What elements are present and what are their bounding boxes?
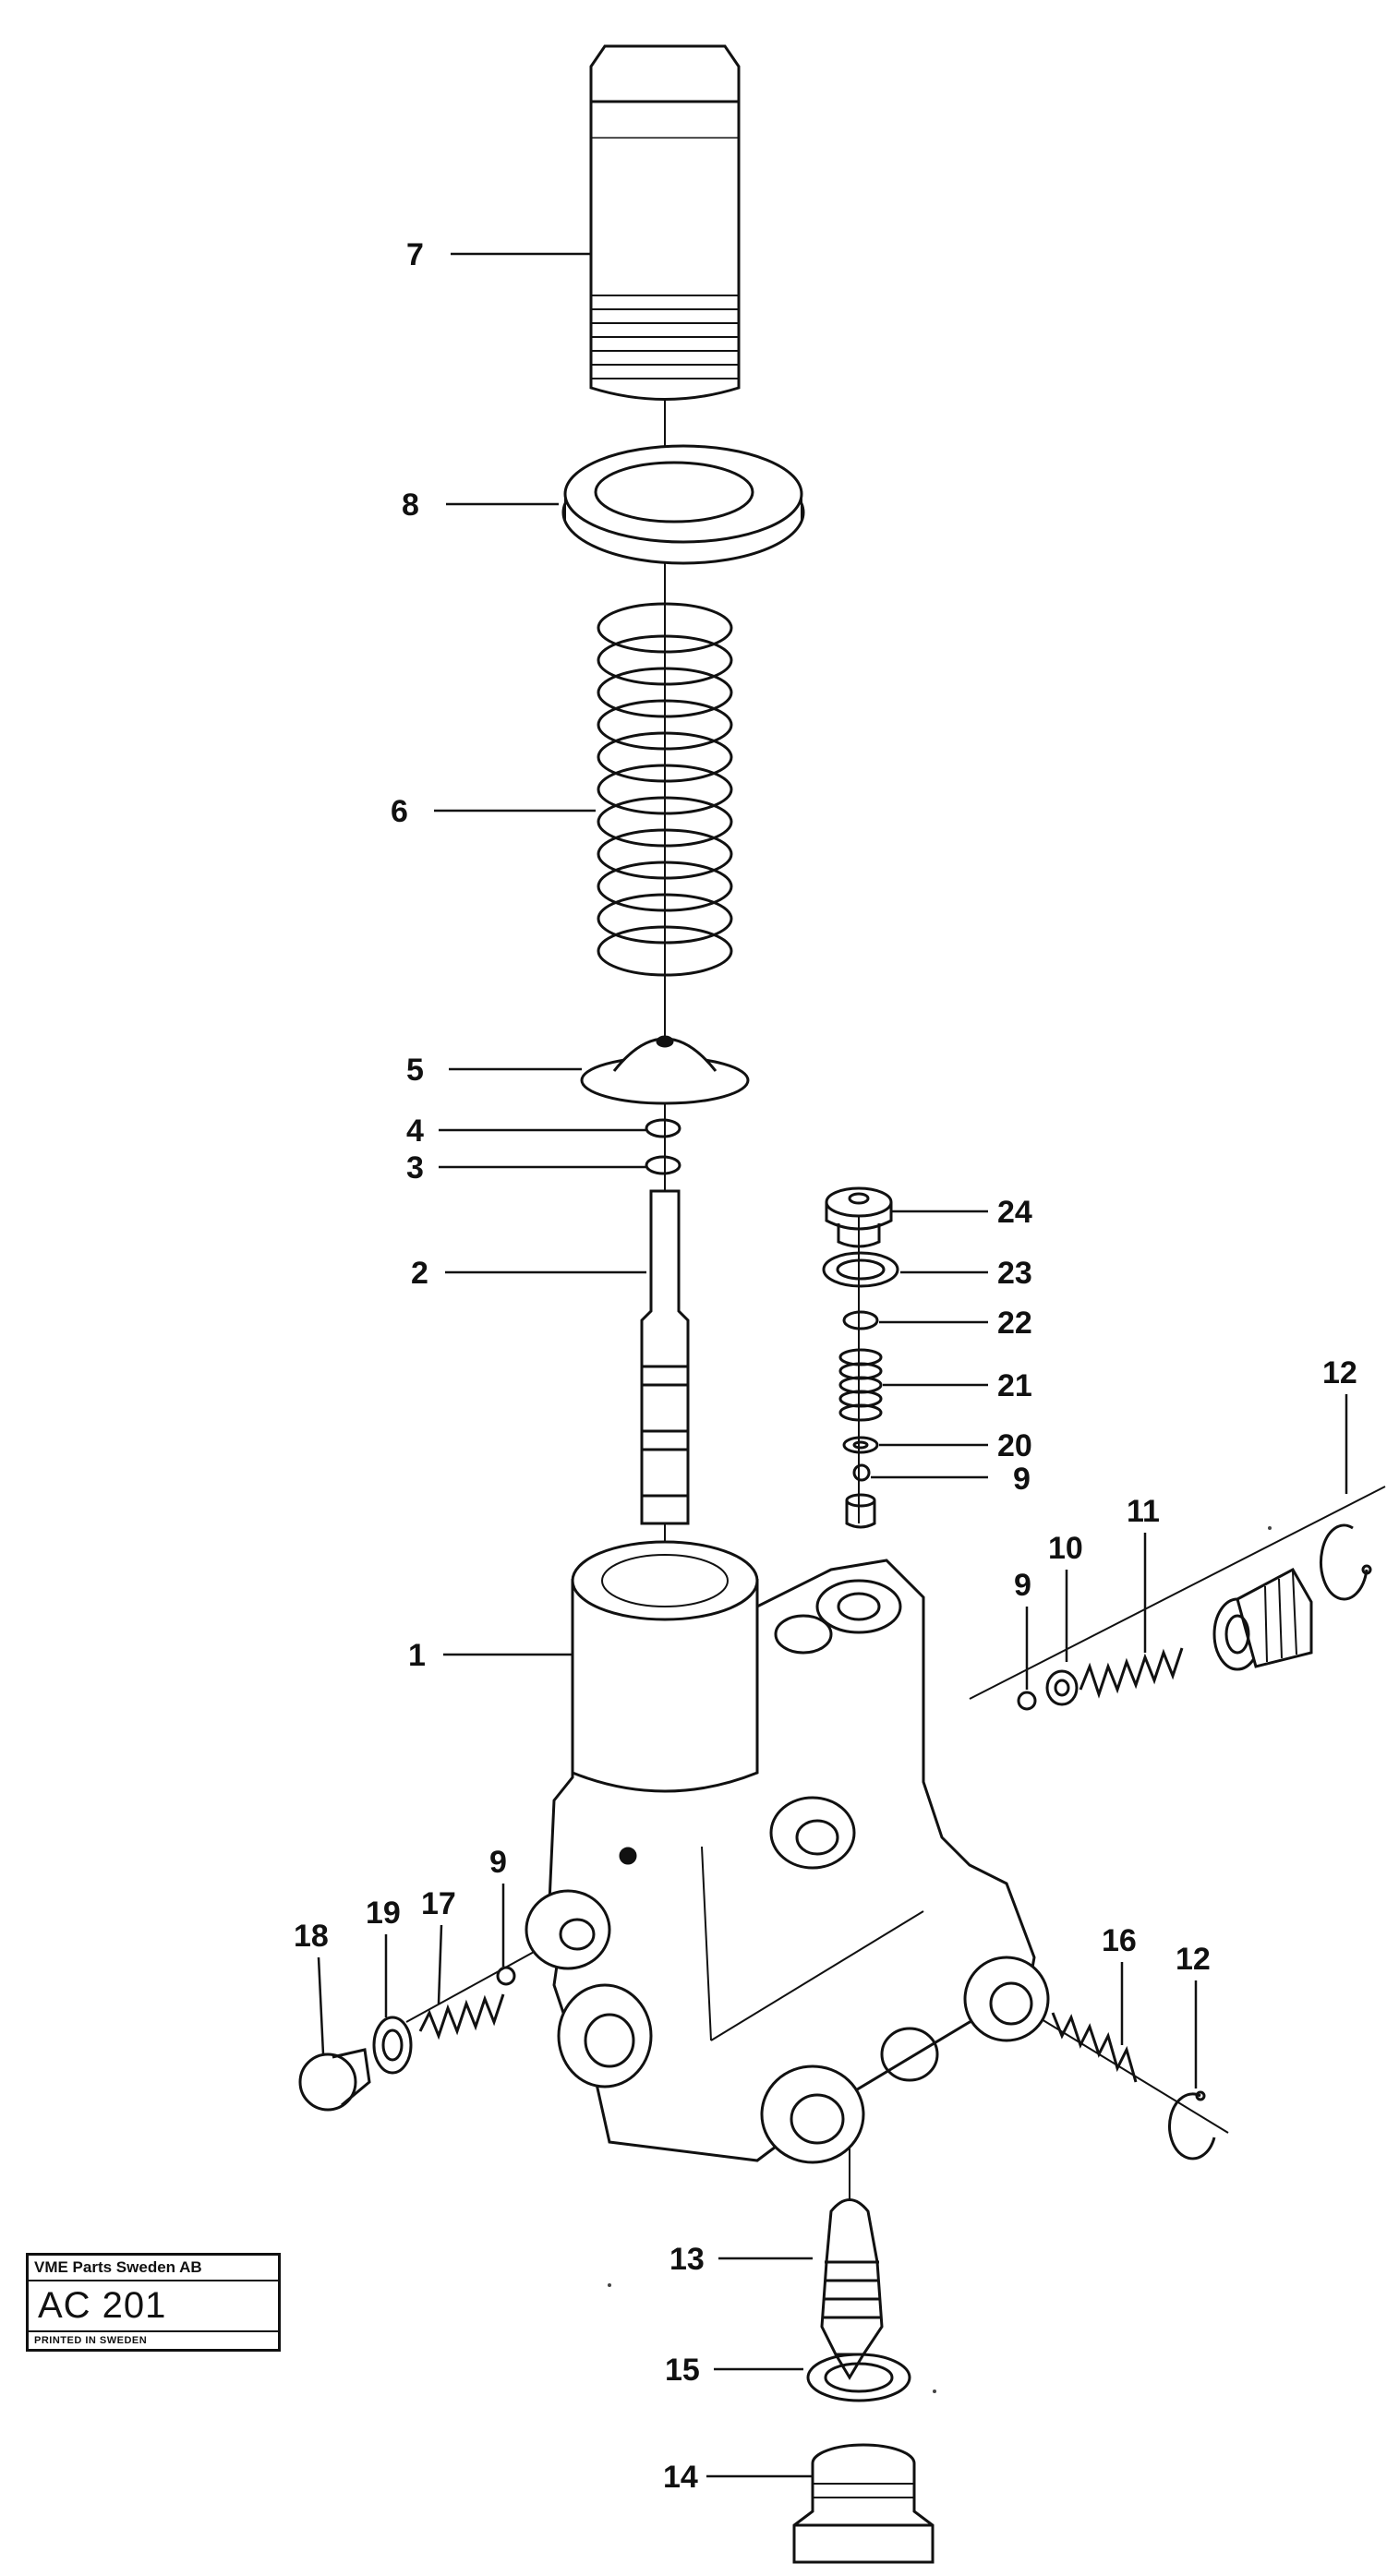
side-axis-line-right	[969, 1486, 1386, 1700]
part-10-spring-guide	[1045, 1669, 1079, 1706]
part-8-lock-nut	[561, 444, 805, 565]
part-12-circlip-upper	[1320, 1523, 1372, 1601]
callout-8: 8	[402, 488, 419, 523]
part-1-valve-housing	[525, 1540, 1050, 2164]
callout-21: 21	[997, 1368, 1032, 1403]
part-20-washer	[842, 1436, 879, 1454]
catalog-stamp: VME Parts Sweden AB AC 201 PRINTED IN SW…	[26, 2253, 281, 2352]
part-22-ball-seat	[842, 1310, 879, 1330]
callout-1: 1	[408, 1638, 426, 1673]
callout-9c: 9	[489, 1845, 507, 1880]
part-9-seat-sleeve	[845, 1493, 876, 1529]
leader-lines	[317, 252, 1348, 2478]
callout-19: 19	[366, 1896, 401, 1931]
part-16-spring-lower	[1051, 2012, 1138, 2083]
part-19-washer-left	[372, 2016, 413, 2075]
part-14-nipple	[792, 2443, 935, 2564]
callout-12a: 12	[1322, 1355, 1357, 1390]
part-23-seal-washer	[822, 1251, 899, 1288]
callout-22: 22	[997, 1306, 1032, 1341]
part-24-plug	[825, 1186, 893, 1248]
callout-10: 10	[1048, 1531, 1083, 1566]
callout-9a: 9	[1013, 1462, 1031, 1497]
stamp-code: AC 201	[29, 2281, 278, 2332]
scan-dot	[933, 2389, 936, 2393]
part-3-washer	[645, 1155, 681, 1175]
scan-dot	[1268, 1526, 1272, 1530]
callout-17: 17	[421, 1886, 456, 1921]
callout-16: 16	[1102, 1923, 1137, 1958]
part-15-washer-lower	[806, 2353, 911, 2402]
part-12-circlip-lower	[1168, 2090, 1216, 2161]
callout-15: 15	[665, 2353, 700, 2388]
callout-5: 5	[406, 1053, 424, 1088]
callout-24: 24	[997, 1195, 1032, 1230]
part-21-small-spring	[838, 1348, 883, 1422]
callout-9b: 9	[1014, 1568, 1031, 1603]
callout-11: 11	[1127, 1494, 1160, 1529]
callout-18: 18	[294, 1919, 329, 1954]
part-2-valve-plunger	[640, 1189, 690, 1525]
side-axis-line-lower	[1015, 2003, 1229, 2134]
stamp-company: VME Parts Sweden AB	[29, 2256, 278, 2281]
part-5-spring-seat	[580, 1035, 750, 1105]
part-17-spring-left	[418, 1993, 505, 2040]
part-7-adjuster-cap	[589, 44, 741, 401]
part-4-retaining-ring	[645, 1118, 681, 1138]
callout-14: 14	[663, 2460, 698, 2495]
callout-4: 4	[406, 1113, 424, 1149]
callout-13: 13	[669, 2242, 705, 2277]
part-9-ball-left	[496, 1966, 516, 1986]
callout-23: 23	[997, 1256, 1032, 1291]
stamp-printed: PRINTED IN SWEDEN	[34, 2335, 148, 2346]
callout-6: 6	[391, 794, 408, 829]
part-9-ball-upper	[852, 1463, 871, 1482]
part-13-valve-cone	[820, 2198, 884, 2380]
callout-12b: 12	[1176, 1942, 1211, 1977]
callout-7: 7	[406, 237, 424, 272]
callout-20: 20	[997, 1428, 1032, 1463]
scan-dot	[608, 2283, 611, 2287]
callout-2: 2	[411, 1256, 428, 1291]
part-11-spring-right	[1079, 1647, 1184, 1699]
part-9-ball-right	[1017, 1691, 1037, 1711]
callout-3: 3	[406, 1150, 424, 1186]
part-11-adjuster-right	[1212, 1567, 1313, 1671]
part-18-plug-left	[298, 2048, 371, 2112]
part-6-spring	[597, 602, 733, 977]
